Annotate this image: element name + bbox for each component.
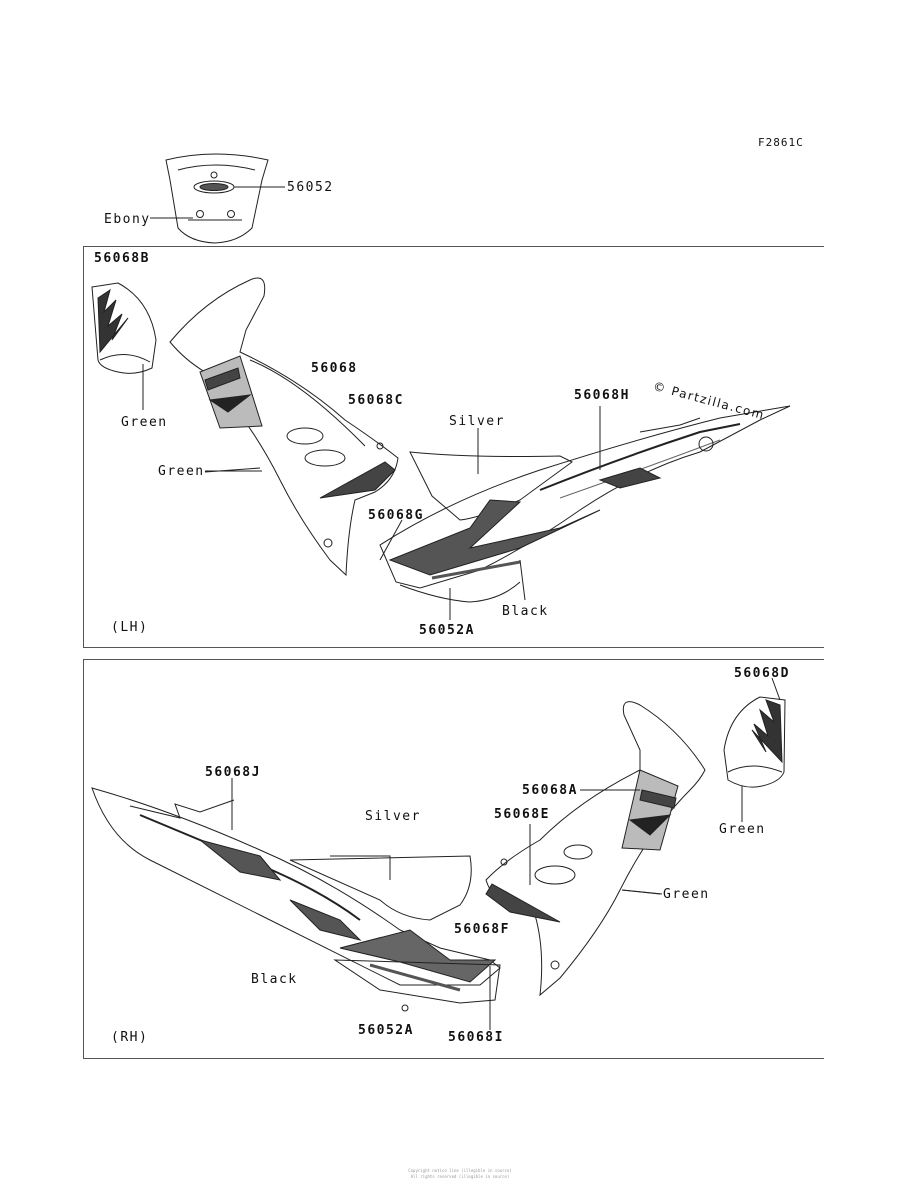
lh-black-label: Black xyxy=(502,604,549,619)
lh-side-label: (LH) xyxy=(111,620,149,635)
figure-code: F2861C xyxy=(758,136,804,149)
part-56068E-label: 56068E xyxy=(494,807,550,822)
rh-tail-small-drawing xyxy=(723,677,786,822)
part-56068D-label: 56068D xyxy=(734,666,790,681)
part-56068H-label: 56068H xyxy=(574,388,630,403)
footer-line-2: All rights reserved (illegible in source… xyxy=(410,1174,510,1179)
lh-silver-label: Silver xyxy=(449,414,505,429)
lh-tail-cowl-drawing xyxy=(379,405,791,620)
part-56068I-label: 56068I xyxy=(448,1030,504,1045)
rh-side-cowl-drawing xyxy=(485,701,706,997)
lh-panel-frame xyxy=(83,246,824,648)
rh-tail-cowl-drawing xyxy=(91,778,637,1030)
part-56068J-label: 56068J xyxy=(205,765,261,780)
part-56068C-label: 56068C xyxy=(348,393,404,408)
lh-green-small-label: Green xyxy=(121,415,168,430)
lh-tail-small-drawing xyxy=(91,282,157,410)
part-56068-label: 56068 xyxy=(311,361,358,376)
part-56068F-label: 56068F xyxy=(454,922,510,937)
part-56052A-rh-label: 56052A xyxy=(358,1023,414,1038)
rh-black-label: Black xyxy=(251,972,298,987)
rh-panel-frame xyxy=(83,659,824,1059)
rh-green-leader xyxy=(621,889,661,895)
lh-green-main-label: Green xyxy=(158,464,205,479)
rh-green-main-label: Green xyxy=(663,887,710,902)
rh-silver-label: Silver xyxy=(365,809,421,824)
footer-copyright: Copyright notice line (illegible in sour… xyxy=(300,1168,620,1180)
front-cowl-drawing xyxy=(150,153,285,244)
lh-side-cowl-drawing xyxy=(169,277,399,577)
part-56052A-lh-label: 56052A xyxy=(419,623,475,638)
part-56068B-label: 56068B xyxy=(94,251,150,266)
part-56068G-label: 56068G xyxy=(368,508,424,523)
ebony-label: Ebony xyxy=(104,212,151,227)
rh-green-small-label: Green xyxy=(719,822,766,837)
rh-side-label: (RH) xyxy=(111,1030,149,1045)
part-56052-label: 56052 xyxy=(287,180,334,195)
footer-line-1: Copyright notice line (illegible in sour… xyxy=(408,1168,512,1173)
part-56068A-label: 56068A xyxy=(522,783,578,798)
